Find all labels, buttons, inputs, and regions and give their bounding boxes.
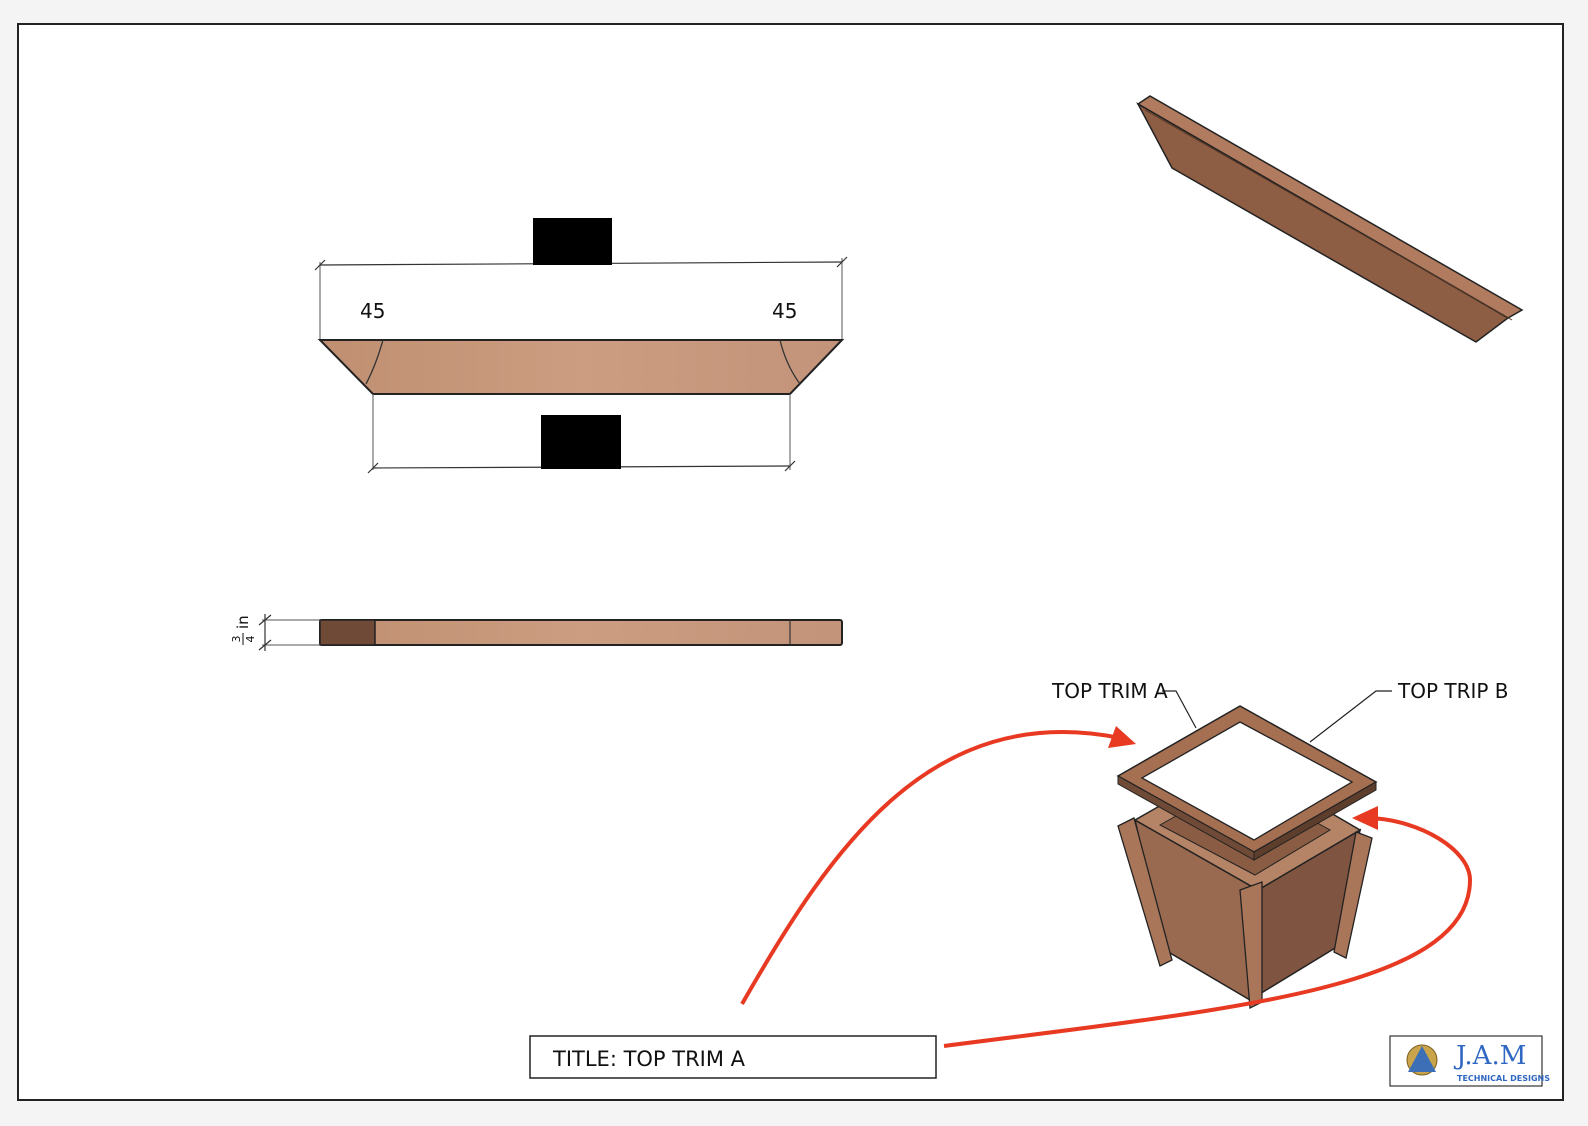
dimension-tick xyxy=(258,614,272,626)
redacted-dimension-top xyxy=(533,218,612,265)
angle-arc-right xyxy=(779,339,801,385)
callout-leader-b xyxy=(1309,690,1392,743)
angle-label-left: 45 xyxy=(360,299,385,323)
front-view: 45 45 xyxy=(314,218,848,474)
top-trim-opening xyxy=(1140,721,1354,841)
dimension-tick xyxy=(784,460,796,472)
angle-label-right: 45 xyxy=(772,299,797,323)
redacted-dimension-bottom xyxy=(541,415,621,469)
top-trim-side-b xyxy=(1253,781,1377,861)
side-view: 3 4 in xyxy=(230,614,843,651)
company-logo: J.A.M TECHNICAL DESIGNS xyxy=(1389,1035,1550,1087)
logo-tagline: TECHNICAL DESIGNS xyxy=(1457,1074,1550,1083)
thickness-denominator: 4 xyxy=(244,636,257,643)
iso-edge-line xyxy=(1144,109,1513,321)
corner-post-left xyxy=(1117,817,1173,967)
red-arrowhead-2 xyxy=(1352,806,1378,830)
angle-arc-left xyxy=(365,339,384,385)
thickness-numerator: 3 xyxy=(230,636,243,643)
logo-name: J.A.M xyxy=(1453,1041,1526,1071)
callout-leader-a xyxy=(1162,690,1197,729)
callout-top-trim-a: TOP TRIM A xyxy=(1051,679,1168,703)
corner-post-right xyxy=(1333,831,1373,959)
mountain-icon xyxy=(1408,1046,1436,1072)
dimension-tick xyxy=(367,462,379,474)
thickness-unit: in xyxy=(234,615,252,629)
trim-side-shape xyxy=(319,619,843,646)
title-box xyxy=(529,1035,937,1079)
red-arrowhead-1 xyxy=(1108,726,1136,748)
red-arrow-2 xyxy=(943,816,1473,1048)
dimension-tick xyxy=(258,639,272,651)
trim-side-endgrain xyxy=(319,619,376,646)
thickness-label: 3 4 in xyxy=(230,615,257,645)
title-block: TITLE: TOP TRIM A xyxy=(529,1035,937,1079)
trim-front-shape xyxy=(317,339,845,395)
red-arrow-1 xyxy=(740,730,1121,1005)
isometric-view xyxy=(1136,95,1524,343)
drawing-title: TITLE: TOP TRIM A xyxy=(552,1047,746,1071)
assembly-view: TOP TRIM A TOP TRIP B xyxy=(740,679,1509,1048)
dimension-tick xyxy=(836,256,848,268)
dimension-tick xyxy=(314,259,326,271)
callout-top-trip-b: TOP TRIP B xyxy=(1397,679,1509,703)
